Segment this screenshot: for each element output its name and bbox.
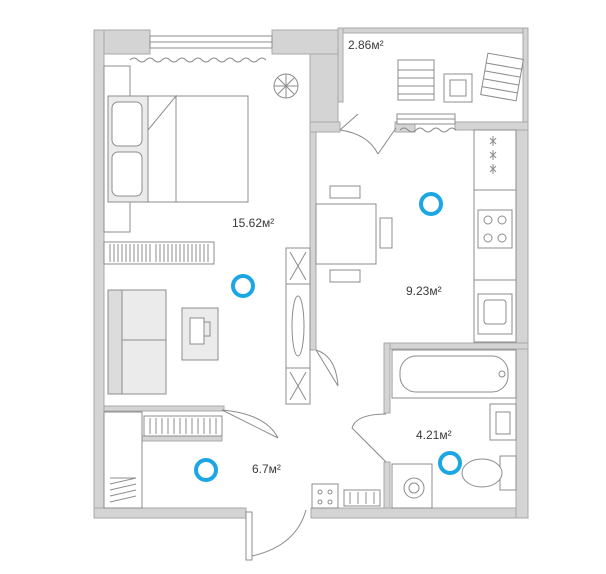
- toilet: [461, 455, 517, 491]
- balcony-chair-left: [397, 59, 435, 101]
- balcony-table: [443, 73, 473, 103]
- kitchen-counter: [473, 129, 517, 343]
- window-kitchen: [396, 113, 456, 125]
- area-label-bathroom: 4.21м²: [416, 428, 452, 442]
- balcony-door-swing: [339, 113, 379, 155]
- entrance-door: [245, 509, 307, 561]
- area-label-hallway: 6.7м²: [252, 462, 281, 476]
- bookshelf: [103, 241, 215, 265]
- hotspot-bathroom[interactable]: [438, 451, 462, 475]
- hotspot-hallway[interactable]: [194, 458, 218, 482]
- hotspot-kitchen[interactable]: [419, 192, 443, 216]
- bed: [107, 94, 249, 203]
- walls: [93, 27, 529, 519]
- area-label-balcony: 2.86м²: [348, 38, 384, 52]
- shoe-rack: [311, 483, 381, 509]
- bathtub: [391, 349, 517, 399]
- bathroom-door-swing: [351, 413, 387, 463]
- area-label-kitchen: 9.23м²: [406, 284, 442, 298]
- hall-wardrobe: [103, 411, 223, 509]
- curtain-bedroom: [129, 57, 267, 63]
- washing-machine: [391, 463, 433, 509]
- dining-table: [315, 185, 393, 283]
- tv-shelves: [285, 247, 311, 405]
- balcony-chair-right: [480, 52, 524, 102]
- plant-icon: [273, 73, 299, 99]
- area-label-bedroom-living: 15.62м²: [232, 216, 275, 230]
- curtain-kitchen: [399, 127, 457, 133]
- kitchen-door-swing: [315, 349, 339, 387]
- window-bedroom: [149, 35, 273, 49]
- bathroom-sink: [489, 403, 517, 441]
- coffee-table: [181, 307, 219, 361]
- bedroom-door-swing: [221, 409, 279, 439]
- sofa: [107, 289, 167, 395]
- hotspot-bedroom-living[interactable]: [231, 274, 255, 298]
